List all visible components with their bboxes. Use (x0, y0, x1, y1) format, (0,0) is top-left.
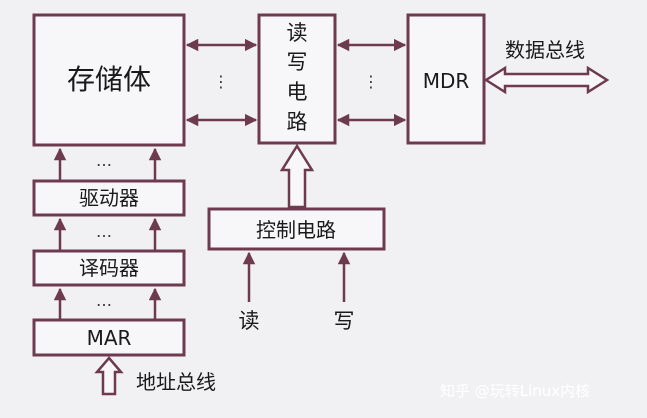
decoder-driver-ellipsis: … (96, 222, 112, 241)
mdr-label: MDR (423, 69, 470, 93)
address-bus-label: 地址总线 (136, 370, 216, 394)
decoder-box: 译码器 (32, 249, 186, 287)
data-bus-arrow (483, 65, 610, 95)
driver-label: 驱动器 (79, 186, 139, 210)
data-bus-label: 数据总线 (505, 38, 585, 62)
driver-box: 驱动器 (32, 179, 186, 217)
rw-circuit-char-4: 路 (287, 110, 308, 134)
driver-memory-ellipsis: … (96, 151, 112, 170)
read-signal-label: 读 (239, 309, 260, 333)
watermark-text: 知乎 @玩转Linux内核 (440, 382, 590, 400)
control-rw-arrow (279, 143, 315, 209)
rw-circuit-char-3: 电 (287, 80, 308, 104)
address-bus-arrow (94, 356, 124, 396)
mar-decoder-ellipsis: … (96, 291, 112, 310)
mar-box: MAR (32, 318, 186, 357)
rw-circuit-box: 读 写 电 路 (257, 13, 337, 145)
rw-circuit-char-1: 读 (287, 21, 308, 45)
memory-body-label: 存储体 (67, 63, 151, 96)
memory-body-box: 存储体 (32, 13, 186, 147)
mdr-box: MDR (406, 13, 486, 145)
decoder-label: 译码器 (79, 256, 139, 280)
control-circuit-box: 控制电路 (207, 207, 386, 251)
mar-label: MAR (87, 326, 132, 350)
rw-mdr-ellipsis: ⋮ (363, 72, 379, 91)
control-circuit-label: 控制电路 (256, 218, 336, 242)
rw-circuit-char-2: 写 (287, 50, 308, 74)
memory-rw-ellipsis: ⋮ (213, 72, 229, 91)
write-signal-label: 写 (334, 309, 355, 333)
